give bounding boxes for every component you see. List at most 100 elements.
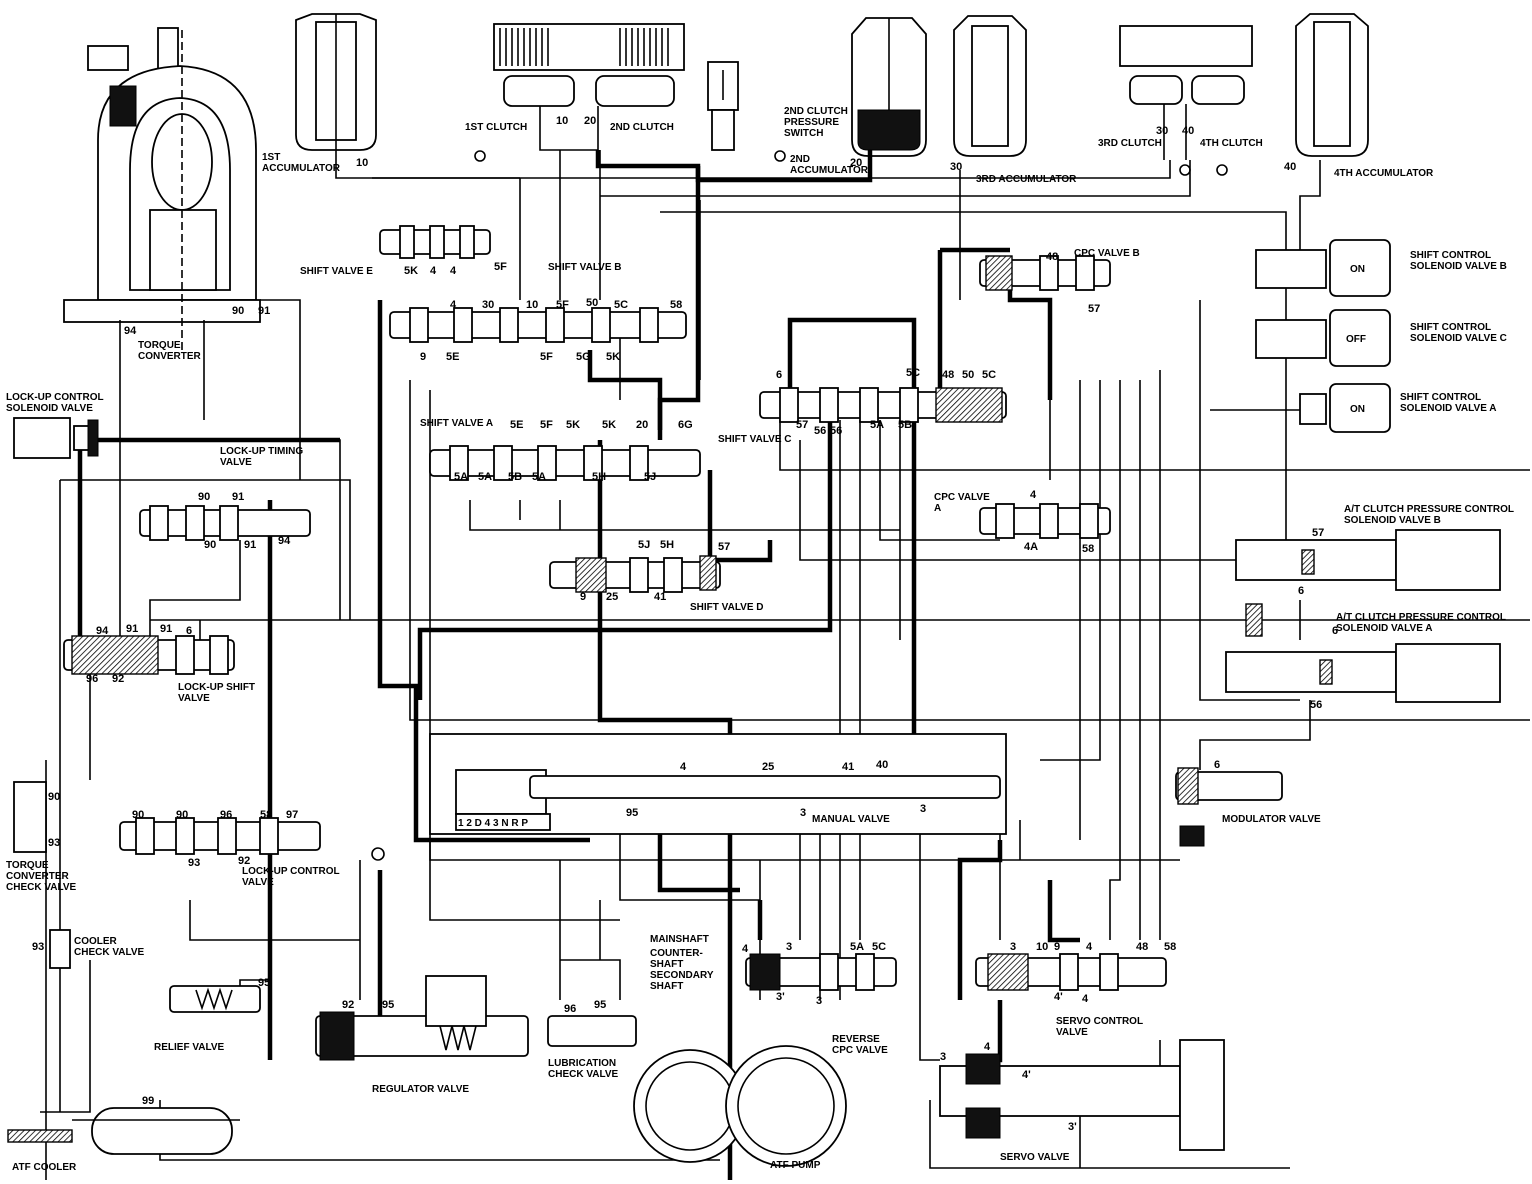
port: 6 xyxy=(1214,759,1220,771)
port: 58 xyxy=(260,809,272,821)
port: 57 xyxy=(1088,303,1100,315)
port: 50 xyxy=(962,369,974,381)
label-fourth-accumulator: 4TH ACCUMULATOR xyxy=(1334,168,1434,179)
port: 41 xyxy=(842,761,854,773)
port: 96 xyxy=(86,673,98,685)
shift-valve-a xyxy=(429,445,701,481)
port: 95 xyxy=(626,807,638,819)
label-second-clutch: 2ND CLUTCH xyxy=(610,122,674,133)
port: 95 xyxy=(258,977,270,989)
port: 56 xyxy=(1310,699,1322,711)
port: 90 xyxy=(132,809,144,821)
port: 5A xyxy=(454,471,468,483)
relief-valve xyxy=(169,985,261,1013)
lubrication-check-valve xyxy=(547,1015,637,1047)
port: 5A xyxy=(532,471,546,483)
port: 40 xyxy=(1284,161,1296,173)
port: 93 xyxy=(188,857,200,869)
port: 48 xyxy=(1046,251,1058,263)
port: 5B xyxy=(508,471,522,483)
state-solenoid-a: ON xyxy=(1350,404,1365,415)
second-accumulator xyxy=(851,17,927,157)
port: 5E xyxy=(510,419,523,431)
port: 5H xyxy=(592,471,606,483)
port: 91 xyxy=(258,305,270,317)
label-shift-valve-a: SHIFT VALVE A xyxy=(420,418,493,429)
cooler-check-valve xyxy=(49,929,71,969)
port: 5K xyxy=(602,419,616,431)
port: 3 xyxy=(816,995,822,1007)
shift-valve-e xyxy=(379,225,491,259)
at-clutch-pcs-a xyxy=(1225,603,1501,703)
shift-solenoid-b xyxy=(1255,239,1391,297)
cpc-valve-b xyxy=(979,255,1111,291)
port: 5F xyxy=(494,261,507,273)
port: 90 xyxy=(232,305,244,317)
port: 30 xyxy=(1156,125,1168,137)
port: 5G xyxy=(576,351,591,363)
port: 3 xyxy=(940,1051,946,1063)
fluid-passages-thick xyxy=(77,150,1080,1180)
manual-valve-positions: 1 2 D 4 3 N R P xyxy=(458,818,528,829)
gauge-icons xyxy=(371,150,1228,861)
port: 6 xyxy=(1298,585,1304,597)
port: 4 xyxy=(680,761,687,773)
label-shift-valve-c: SHIFT VALVE C xyxy=(718,434,792,445)
port: 40 xyxy=(876,759,888,771)
port: 94 xyxy=(124,325,137,337)
port: 58 xyxy=(1164,941,1176,953)
port: 91 xyxy=(160,623,172,635)
port: 3' xyxy=(1068,1121,1077,1133)
port: 4 xyxy=(742,943,749,955)
port: 4' xyxy=(1054,991,1063,1003)
port: 5E xyxy=(446,351,459,363)
port: 5A xyxy=(850,941,864,953)
port: 96 xyxy=(564,1003,576,1015)
atf-pump xyxy=(633,1045,847,1167)
port: 5K xyxy=(404,265,418,277)
port: 5K xyxy=(566,419,580,431)
state-solenoid-b: ON xyxy=(1350,264,1365,275)
port: 5H xyxy=(660,539,674,551)
port: 92 xyxy=(112,673,124,685)
port: 91 xyxy=(244,539,256,551)
port: 5C xyxy=(614,299,628,311)
pressure-switch-icon xyxy=(707,61,739,151)
port: 4A xyxy=(1024,541,1038,553)
port: 95 xyxy=(594,999,606,1011)
atf-cooler xyxy=(7,1107,240,1155)
shift-valve-c xyxy=(759,387,1007,423)
port-numbers: 10 10 20 20 30 30 40 40 94 90 91 5K 4 4 … xyxy=(32,115,1338,1133)
port: 90 xyxy=(176,809,188,821)
port: 5A xyxy=(478,471,492,483)
port: 90 xyxy=(204,539,216,551)
label-mainshaft: MAINSHAFT xyxy=(650,934,709,945)
port: 10 xyxy=(356,157,368,169)
cpc-valve-a xyxy=(979,503,1111,539)
port: 5J xyxy=(638,539,650,551)
port: 5J xyxy=(644,471,656,483)
port: 40 xyxy=(1182,125,1194,137)
first-accumulator xyxy=(295,13,520,179)
port: 5F xyxy=(540,419,553,431)
label-servo-valve: SERVO VALVE xyxy=(1000,1152,1070,1163)
port: 30 xyxy=(950,161,962,173)
port: 48 xyxy=(1136,941,1148,953)
label-relief-valve: RELIEF VALVE xyxy=(154,1042,225,1053)
port: 90 xyxy=(198,491,210,503)
shift-solenoid-c xyxy=(1255,309,1391,367)
